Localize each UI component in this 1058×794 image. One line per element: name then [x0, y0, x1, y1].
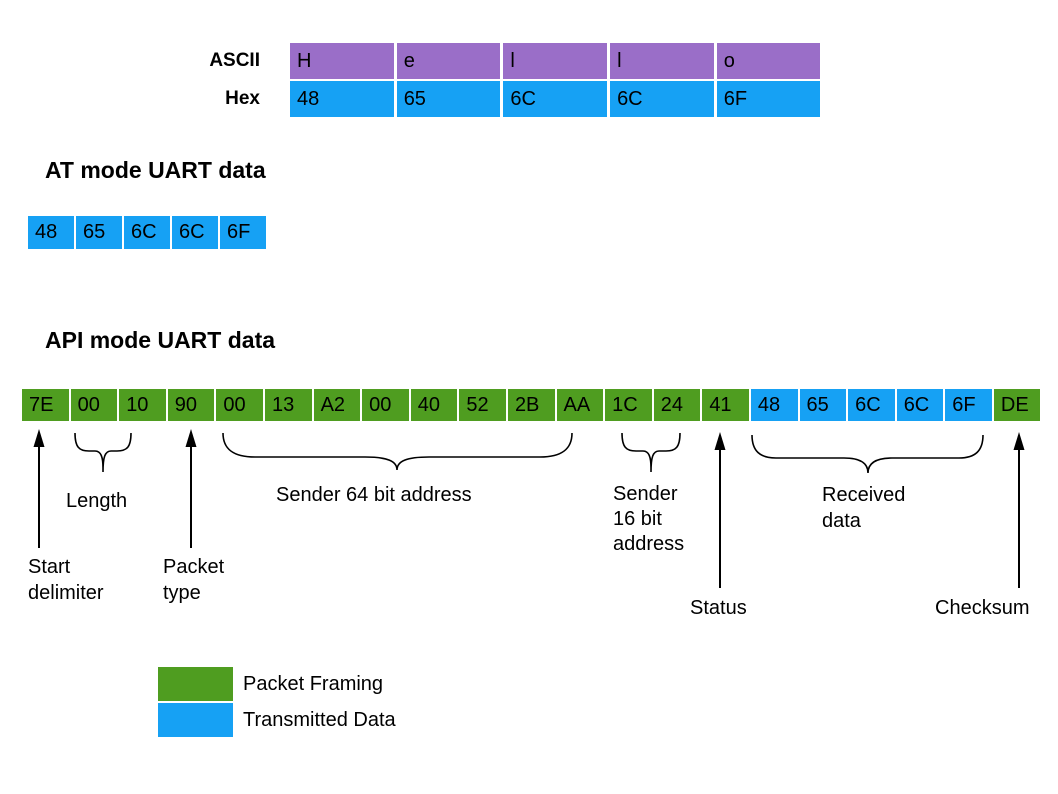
api-byte-cell: 00 — [70, 389, 118, 421]
api-byte-cell: 7E — [22, 389, 69, 421]
api-byte-cell: AA — [556, 389, 604, 421]
ascii-cell: o — [716, 43, 821, 79]
ascii-cell: l — [610, 43, 714, 79]
length-brace — [74, 432, 132, 473]
received-data-brace — [751, 434, 984, 474]
ascii-hex-table: H e l l o 48 65 6C 6C 6F — [290, 43, 821, 117]
ascii-cell: l — [503, 43, 608, 79]
at-byte-cell: 6C — [172, 216, 218, 249]
api-byte-cell: DE — [993, 389, 1041, 421]
received-data-label: Received data — [822, 484, 906, 532]
api-byte-cell: 90 — [167, 389, 215, 421]
api-mode-heading: API mode UART data — [45, 327, 276, 353]
at-byte-cell: 6C — [124, 216, 170, 249]
api-byte-cell: 48 — [750, 389, 798, 421]
length-label: Length — [66, 490, 128, 512]
api-byte-cell: 6C — [848, 389, 895, 421]
checksum-arrow — [1013, 432, 1025, 588]
sender-64bit-address-label: Sender 64 bit address — [276, 484, 472, 506]
api-byte-cell: 40 — [410, 389, 458, 421]
ascii-row-label: ASCII — [209, 50, 260, 71]
hex-cell: 6F — [716, 81, 821, 117]
legend-item-transmitted-data: Transmitted Data — [158, 703, 396, 737]
legend-label: Packet Framing — [243, 672, 384, 695]
api-byte-cell: 00 — [362, 389, 409, 421]
api-byte-cell: 24 — [653, 389, 701, 421]
at-byte-cell: 65 — [76, 216, 122, 249]
legend: Packet Framing Transmitted Data — [158, 667, 396, 737]
api-byte-cell: 52 — [459, 389, 506, 421]
sender16-brace — [621, 432, 681, 473]
api-byte-cell: 6C — [896, 389, 944, 421]
api-byte-cell: 10 — [119, 389, 166, 421]
at-byte-cell: 48 — [28, 216, 74, 249]
legend-item-packet-framing: Packet Framing — [158, 667, 396, 701]
sender64-brace — [222, 432, 573, 471]
start-delimiter-label: Start delimiter — [28, 556, 104, 604]
start-delimiter-arrow — [33, 429, 45, 548]
hex-cell: 6C — [610, 81, 714, 117]
ascii-row: H e l l o — [290, 43, 821, 79]
status-label: Status — [690, 597, 747, 619]
hex-cell: 48 — [290, 81, 394, 117]
ascii-cell: e — [396, 43, 501, 79]
hex-row-label: Hex — [225, 88, 260, 109]
api-byte-cell: 13 — [264, 389, 312, 421]
status-arrow — [714, 432, 726, 588]
sender-16bit-address-label: Sender 16 bit address — [613, 483, 685, 555]
at-mode-heading: AT mode UART data — [45, 157, 266, 183]
api-byte-cell: 41 — [702, 389, 749, 421]
hex-cell: 65 — [396, 81, 501, 117]
legend-label: Transmitted Data — [243, 708, 396, 731]
checksum-label: Checksum — [935, 597, 1030, 619]
api-byte-cell: 1C — [605, 389, 652, 421]
packet-framing-swatch — [158, 667, 233, 701]
api-byte-cell: 65 — [799, 389, 847, 421]
at-mode-byte-row: 48 65 6C 6C 6F — [28, 216, 266, 249]
api-byte-cell: A2 — [313, 389, 361, 421]
hex-cell: 6C — [503, 81, 608, 117]
api-mode-byte-row: 7E 00 10 90 00 13 A2 00 40 52 2B AA 1C 2… — [22, 389, 1041, 421]
api-byte-cell: 2B — [507, 389, 555, 421]
packet-type-arrow — [185, 429, 197, 548]
at-byte-cell: 6F — [220, 216, 266, 249]
packet-type-label: Packet type — [163, 556, 225, 604]
api-byte-cell: 00 — [216, 389, 263, 421]
api-byte-cell: 6F — [945, 389, 992, 421]
hex-row: 48 65 6C 6C 6F — [290, 81, 821, 117]
ascii-cell: H — [290, 43, 394, 79]
transmitted-data-swatch — [158, 703, 233, 737]
